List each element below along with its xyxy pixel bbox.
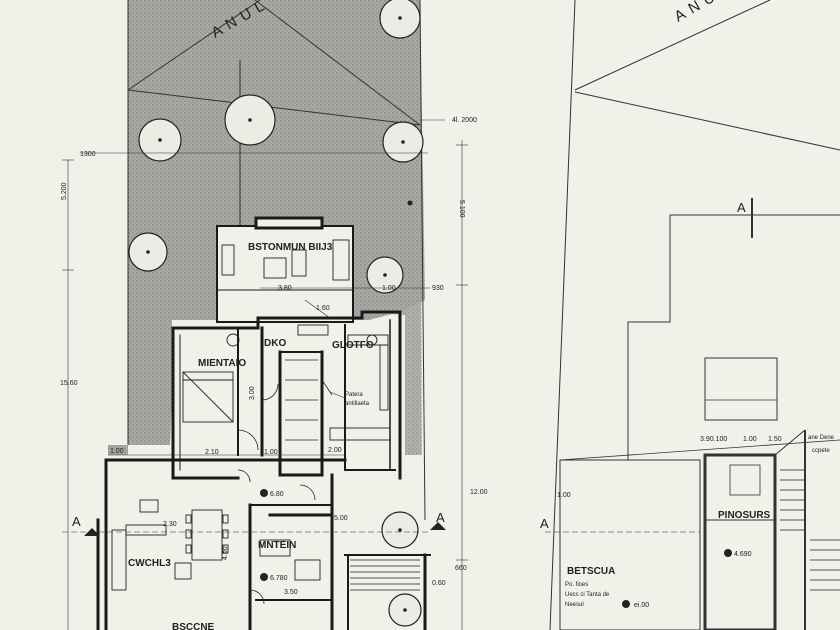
tree — [138, 118, 182, 162]
dim-text: 1.00 — [557, 492, 571, 499]
dim-text: 15.60 — [60, 380, 78, 387]
dim-text: 4.60 — [222, 546, 229, 560]
kitchen-note-2: antillaeta — [345, 401, 370, 407]
dim-text: 4.690 — [734, 551, 752, 558]
tree — [379, 0, 421, 39]
right-note-2: ccpete — [812, 448, 830, 454]
room-label-bottom: BSCCNE — [172, 622, 215, 630]
dim-text: 3.50 — [284, 589, 298, 596]
dim-text: 3.90.100 — [700, 436, 727, 443]
dim-text: 1.00 — [382, 285, 396, 292]
sofa — [111, 524, 167, 591]
top-room-furniture — [221, 239, 350, 281]
dim-text: 5.200 — [61, 182, 68, 200]
room-label-top: BSTONMUN BIIJ3 — [248, 242, 333, 253]
tree — [388, 593, 422, 627]
dim-text: 1300 — [80, 151, 96, 158]
building-walls — [96, 216, 431, 630]
tree — [382, 121, 424, 163]
level-markers — [260, 489, 732, 608]
dim-text: 1.50 — [768, 436, 782, 443]
bath-fixtures — [226, 324, 378, 347]
dim-text: 930 — [432, 285, 444, 292]
tree — [366, 256, 404, 294]
room-label-kitchen: GLOTFO — [332, 340, 374, 351]
kitchen-note-1: Patera — [345, 392, 363, 398]
dim-text: 3.80 — [278, 285, 292, 292]
dim-text: 2.00 — [328, 447, 342, 454]
room-label-living: CWCHL3 — [128, 558, 171, 569]
door-swings — [237, 379, 333, 605]
room-label-bedroom: MIENTAIO — [198, 358, 246, 369]
dim-text: 6.780 — [270, 575, 288, 582]
tree — [224, 94, 276, 146]
room-label-passage: DKO — [264, 338, 286, 349]
dimension-lines — [62, 119, 468, 630]
dining-table — [185, 509, 229, 561]
section-a-right2: A — [540, 516, 549, 531]
dim-text: 1.60 — [316, 305, 330, 312]
section-a-left: A — [72, 514, 81, 529]
room-label-right: PINOSURS — [718, 510, 771, 521]
section-markers — [84, 200, 446, 536]
dim-text: 660 — [455, 565, 467, 572]
note-line-2: Uecs ci Tanta de — [565, 592, 610, 598]
tree — [128, 232, 168, 272]
dim-text: 12.00 — [470, 489, 488, 496]
dim-text: 0.60 — [432, 580, 446, 587]
section-a-right: A — [436, 510, 445, 525]
right-stairs — [780, 469, 840, 591]
furniture — [111, 239, 391, 591]
note-line-3: Neesul — [565, 602, 584, 608]
right-plan — [545, 0, 840, 630]
lot-boundary — [127, 0, 426, 521]
room-label-dining: MNTEIN — [258, 540, 296, 551]
dim-text: 1.00 — [110, 448, 124, 455]
armchairs — [139, 499, 192, 580]
stairs-left — [285, 359, 420, 591]
dim-text: 5.100 — [458, 200, 465, 218]
dim-text: ei.00 — [634, 602, 649, 609]
dim-text: 1.00 — [264, 449, 278, 456]
dim-text: 1.00 — [743, 436, 757, 443]
bed — [182, 371, 234, 423]
dim-text: 2.10 — [205, 449, 219, 456]
section-a-top: A — [737, 200, 746, 215]
dim-text: 4l. 2000 — [452, 117, 477, 124]
tree-symbols — [128, 0, 424, 627]
dim-text: 2.30 — [163, 521, 177, 528]
note-line-1: Po. fioes — [565, 582, 588, 588]
kitchen-counter — [329, 334, 391, 441]
dim-text: 5.00 — [334, 515, 348, 522]
dim-text: 3.00 — [249, 386, 256, 400]
tree — [381, 511, 419, 549]
stair-note-label: BETSCUA — [567, 566, 615, 577]
desk — [259, 539, 321, 581]
right-note-1: ane Dene — [808, 435, 835, 441]
dim-text: 6.80 — [270, 491, 284, 498]
